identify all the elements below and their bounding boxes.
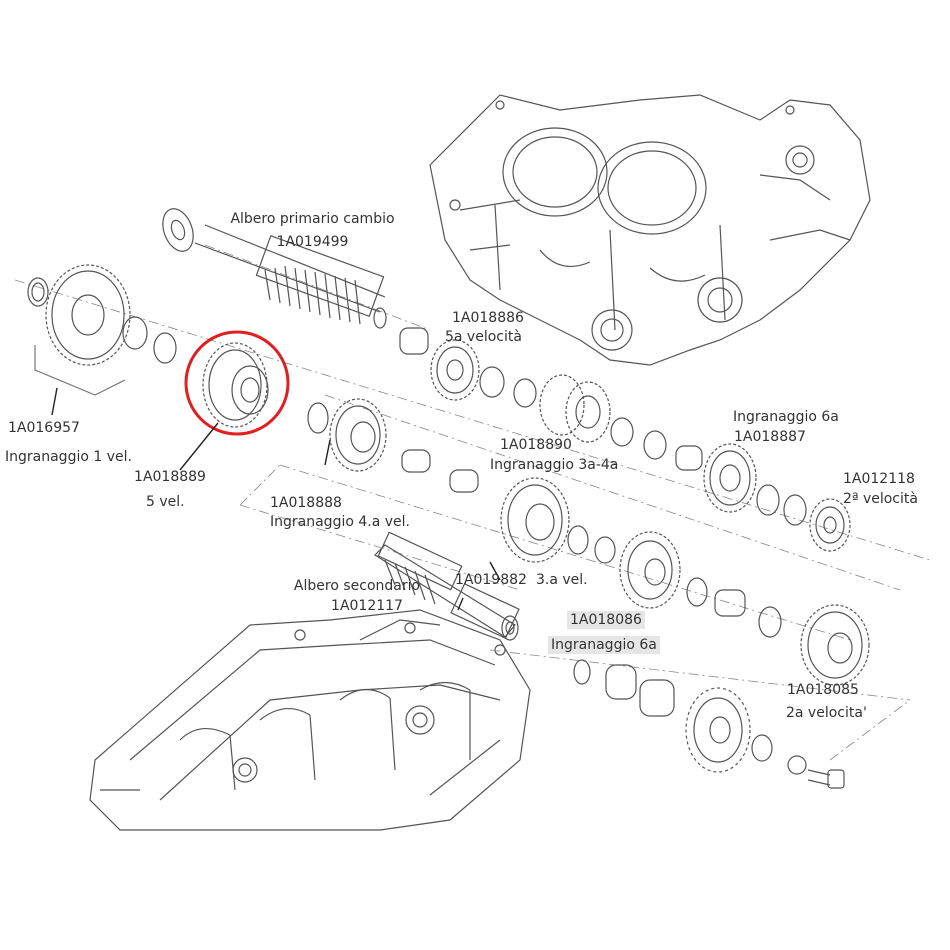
secondary-shaft-drawing bbox=[374, 531, 520, 641]
gear-2b-code: 1A018085 bbox=[787, 682, 859, 698]
primary-shaft-code: 1A019499 bbox=[276, 234, 349, 250]
secondary-shaft-code: 1A012117 bbox=[331, 598, 403, 614]
gear-4-drawing bbox=[307, 398, 479, 493]
gear-2-drawing bbox=[809, 498, 851, 552]
gear-3a4a-name: Ingranaggio 3a-4a bbox=[490, 457, 619, 473]
gear-6a-drawing bbox=[703, 443, 807, 526]
sprocket-drawing bbox=[573, 659, 845, 789]
gear-2-name: 2ª velocità bbox=[843, 491, 918, 507]
primary-shaft-drawing bbox=[162, 208, 387, 329]
gear-6a-name: Ingranaggio 6a bbox=[733, 409, 839, 425]
gear-3-drawing bbox=[500, 477, 616, 564]
secondary-shaft-name: Albero secondario bbox=[293, 578, 421, 594]
upper-crankcase-drawing bbox=[429, 94, 871, 366]
gear-2b-drawing bbox=[800, 604, 870, 686]
gear-1-code: 1A016957 bbox=[8, 420, 80, 436]
gear-5-drawing bbox=[202, 342, 269, 428]
gear-4-name: Ingranaggio 4.a vel. bbox=[270, 514, 410, 530]
gear-5a-code: 1A018886 bbox=[452, 310, 524, 326]
gear-3a4a-code: 1A018890 bbox=[500, 437, 572, 453]
gear-2-code: 1A012118 bbox=[843, 471, 915, 487]
gear-1-drawing bbox=[27, 264, 177, 366]
gear-5-code: 1A018889 bbox=[134, 469, 206, 485]
primary-shaft-name: Albero primario cambio bbox=[230, 211, 395, 227]
axis-guide-lines bbox=[14, 244, 931, 761]
gear-6b-drawing bbox=[619, 531, 782, 638]
leader-lines bbox=[51, 387, 501, 611]
gear-2b-name: 2a velocita' bbox=[786, 705, 867, 721]
gear-3-code: 1A019882 bbox=[455, 572, 527, 588]
gear-5-name: 5 vel. bbox=[146, 494, 185, 510]
gear-1-name: Ingranaggio 1 vel. bbox=[5, 449, 132, 465]
gear-5a-name: 5a velocità bbox=[445, 329, 522, 345]
gear-6a-code: 1A018887 bbox=[734, 429, 806, 445]
gear-1-guide-bracket bbox=[34, 345, 126, 396]
gear-5a-drawing bbox=[399, 327, 537, 408]
gear-6b-name: Ingranaggio 6a bbox=[548, 636, 660, 654]
gear-3-name: 3.a vel. bbox=[536, 572, 588, 588]
gear-6b-code: 1A018086 bbox=[567, 611, 645, 629]
gear-4-code: 1A018888 bbox=[270, 495, 342, 511]
gear-3a4a-drawing bbox=[539, 374, 703, 471]
highlight-circle bbox=[184, 330, 290, 436]
lower-crankcase-drawing bbox=[89, 609, 531, 831]
